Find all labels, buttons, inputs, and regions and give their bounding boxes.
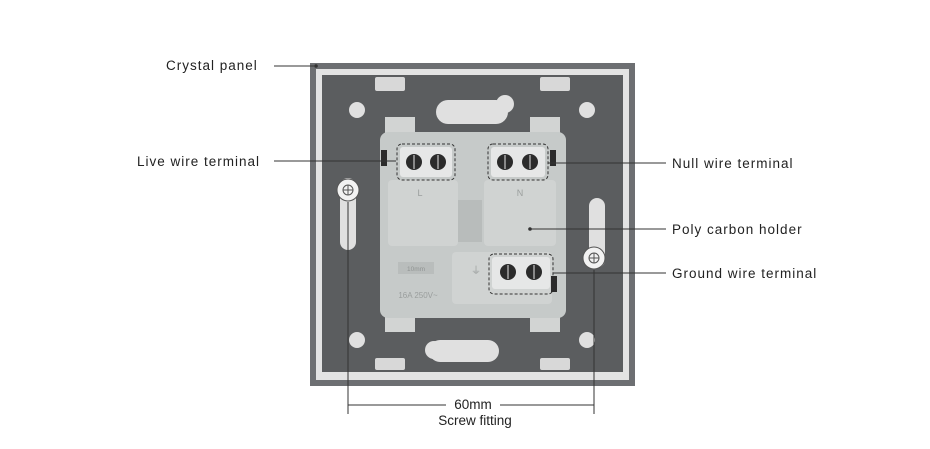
right-mounting-screw bbox=[582, 246, 606, 270]
clip-tab bbox=[375, 358, 405, 370]
ground-terminal-highlight bbox=[488, 253, 554, 295]
clip-tab bbox=[540, 358, 570, 370]
left-mounting-screw bbox=[336, 178, 360, 202]
live-terminal-highlight bbox=[396, 143, 456, 181]
holder-bottom-lip bbox=[385, 316, 415, 332]
bottom-slot-keyhole bbox=[425, 341, 443, 359]
clip-tab bbox=[540, 77, 570, 91]
marking-rating: 16A 250V~ bbox=[398, 291, 438, 300]
marking-strip-length: 10mm bbox=[407, 266, 425, 273]
label-null-wire-terminal: Null wire terminal bbox=[672, 156, 794, 171]
bottom-slot bbox=[429, 340, 499, 362]
corner-hole bbox=[349, 102, 365, 118]
label-ground-wire-terminal: Ground wire terminal bbox=[672, 266, 818, 281]
holder-bottom-lip bbox=[530, 316, 560, 332]
corner-hole bbox=[579, 332, 595, 348]
marking-live: L bbox=[417, 188, 422, 198]
dimension-value: 60mm bbox=[454, 397, 492, 412]
dimension-caption: Screw fitting bbox=[438, 413, 512, 428]
holder-strip-gauge bbox=[398, 262, 434, 274]
marking-neutral: N bbox=[517, 188, 524, 198]
label-poly-carbon-holder: Poly carbon holder bbox=[672, 222, 803, 237]
null-terminal-contact bbox=[550, 150, 556, 166]
top-slot bbox=[436, 100, 508, 124]
null-terminal-highlight bbox=[487, 143, 549, 181]
label-crystal-panel: Crystal panel bbox=[166, 58, 258, 73]
corner-hole bbox=[579, 102, 595, 118]
holder-center-notch bbox=[458, 200, 482, 242]
top-slot-keyhole bbox=[496, 95, 514, 113]
ground-terminal-contact bbox=[551, 276, 557, 292]
holder-inner-panel bbox=[388, 180, 458, 246]
live-terminal-contact bbox=[381, 150, 387, 166]
corner-hole bbox=[349, 332, 365, 348]
marking-earth: ⏚ bbox=[471, 265, 481, 277]
label-live-wire-terminal: Live wire terminal bbox=[137, 154, 261, 169]
clip-tab bbox=[375, 77, 405, 91]
